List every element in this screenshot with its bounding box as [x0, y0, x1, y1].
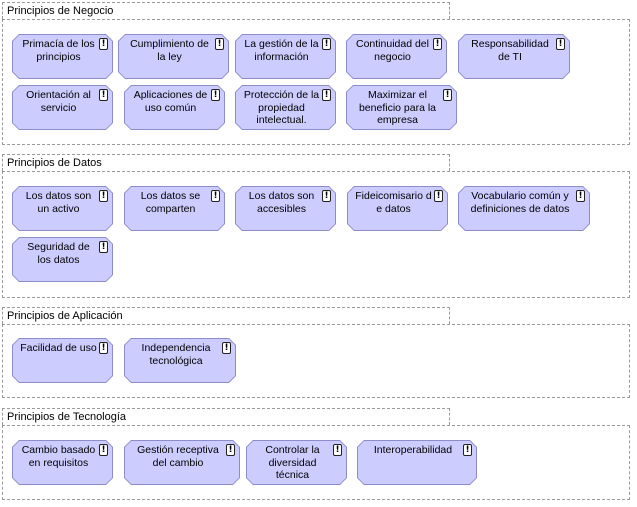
- principle-exclamation-icon: !: [322, 89, 331, 101]
- group-tab-tecnologia: Principios de Tecnología: [2, 408, 450, 425]
- principle-exclamation-icon: !: [322, 38, 331, 50]
- principle-label: Los datos son accesibles: [248, 190, 315, 215]
- principle-element[interactable]: Los datos se comparten !: [124, 186, 225, 231]
- group-title: Principios de Negocio: [7, 5, 114, 17]
- group-title: Principios de Tecnología: [7, 411, 127, 423]
- group-title: Principios de Datos: [7, 157, 102, 169]
- group-tab-negocio: Principios de Negocio: [2, 2, 450, 19]
- principle-exclamation-icon: !: [226, 444, 235, 456]
- principle-label: Controlar la diversidad técnica: [265, 444, 320, 481]
- group-tab-datos: Principios de Datos: [2, 154, 450, 171]
- principle-exclamation-icon: !: [211, 89, 220, 101]
- principle-element[interactable]: Controlar la diversidad técnica !: [246, 440, 347, 485]
- principle-label: Maximizar el beneficio para la empresa: [358, 89, 437, 126]
- group-tab-aplicacion: Principios de Aplicación: [2, 307, 450, 324]
- principle-exclamation-icon: !: [99, 190, 108, 202]
- group-principios-aplicacion[interactable]: [2, 324, 630, 398]
- principle-element[interactable]: Facilidad de uso !: [12, 338, 113, 383]
- principle-element[interactable]: Aplicaciones de uso común !: [124, 85, 225, 130]
- principle-element[interactable]: Los datos son accesibles !: [235, 186, 336, 231]
- principle-label: La gestión de la información: [244, 38, 319, 63]
- principle-label: Facilidad de uso: [20, 342, 97, 354]
- principle-label: Los datos se comparten: [140, 190, 201, 215]
- principle-element[interactable]: Cumplimiento de la ley !: [118, 34, 229, 79]
- principle-element[interactable]: Seguridad de los datos !: [12, 237, 113, 282]
- principle-exclamation-icon: !: [99, 38, 108, 50]
- principle-exclamation-icon: !: [433, 38, 442, 50]
- principle-element[interactable]: Vocabulario común y definiciones de dato…: [458, 186, 590, 231]
- principle-label: Continuidad del negocio: [356, 38, 429, 63]
- principle-label: Aplicaciones de uso común: [133, 89, 208, 114]
- principle-exclamation-icon: !: [434, 190, 443, 202]
- principle-label: Los datos son un activo: [25, 190, 92, 215]
- principle-element[interactable]: Los datos son un activo !: [12, 186, 113, 231]
- principle-exclamation-icon: !: [99, 342, 108, 354]
- principle-label: Independencia tecnológica: [141, 342, 211, 367]
- principle-element[interactable]: Primacía de los principios !: [12, 34, 113, 79]
- principle-label: Responsabilidad de TI: [471, 38, 549, 63]
- principle-label: Fideicomisario de datos: [355, 190, 432, 215]
- principle-element[interactable]: Gestión receptiva del cambio !: [124, 440, 240, 485]
- principle-exclamation-icon: !: [443, 89, 452, 101]
- principle-exclamation-icon: !: [322, 190, 331, 202]
- principle-element[interactable]: Fideicomisario de datos !: [347, 186, 448, 231]
- principle-label: Cumplimiento de la ley: [130, 38, 209, 63]
- principle-exclamation-icon: !: [211, 190, 220, 202]
- principle-exclamation-icon: !: [99, 241, 108, 253]
- principle-exclamation-icon: !: [556, 38, 565, 50]
- principle-exclamation-icon: !: [99, 444, 108, 456]
- group-principios-tecnologia[interactable]: [2, 425, 630, 500]
- principle-exclamation-icon: !: [576, 190, 585, 202]
- principle-label: Vocabulario común y definiciones de dato…: [470, 190, 570, 215]
- principle-label: Orientación al servicio: [26, 89, 91, 114]
- principle-exclamation-icon: !: [463, 444, 472, 456]
- principle-element[interactable]: Responsabilidad de TI !: [458, 34, 570, 79]
- principle-label: Gestión receptiva del cambio: [137, 444, 219, 469]
- group-principios-datos[interactable]: [2, 171, 630, 298]
- group-title: Principios de Aplicación: [7, 310, 123, 322]
- principle-label: Cambio basado en requisitos: [21, 444, 96, 469]
- principle-exclamation-icon: !: [99, 89, 108, 101]
- principle-label: Seguridad de los datos: [27, 241, 90, 266]
- principle-label: Interoperabilidad: [373, 444, 453, 456]
- principle-element[interactable]: Cambio basado en requisitos !: [12, 440, 113, 485]
- principle-element[interactable]: Protección de la propiedad intelectual. …: [235, 85, 336, 130]
- principle-label: Protección de la propiedad intelectual.: [243, 89, 320, 126]
- principle-element[interactable]: Orientación al servicio !: [12, 85, 113, 130]
- principle-label: Primacía de los principios: [22, 38, 95, 63]
- principle-exclamation-icon: !: [333, 444, 342, 456]
- principle-element[interactable]: La gestión de la información !: [235, 34, 336, 79]
- principle-exclamation-icon: !: [215, 38, 224, 50]
- principle-element[interactable]: Continuidad del negocio !: [346, 34, 447, 79]
- principle-element[interactable]: Interoperabilidad !: [357, 440, 477, 485]
- principle-exclamation-icon: !: [222, 342, 231, 354]
- principle-element[interactable]: Maximizar el beneficio para la empresa !: [346, 85, 457, 130]
- principle-element[interactable]: Independencia tecnológica !: [124, 338, 236, 383]
- group-principios-negocio[interactable]: [2, 19, 630, 145]
